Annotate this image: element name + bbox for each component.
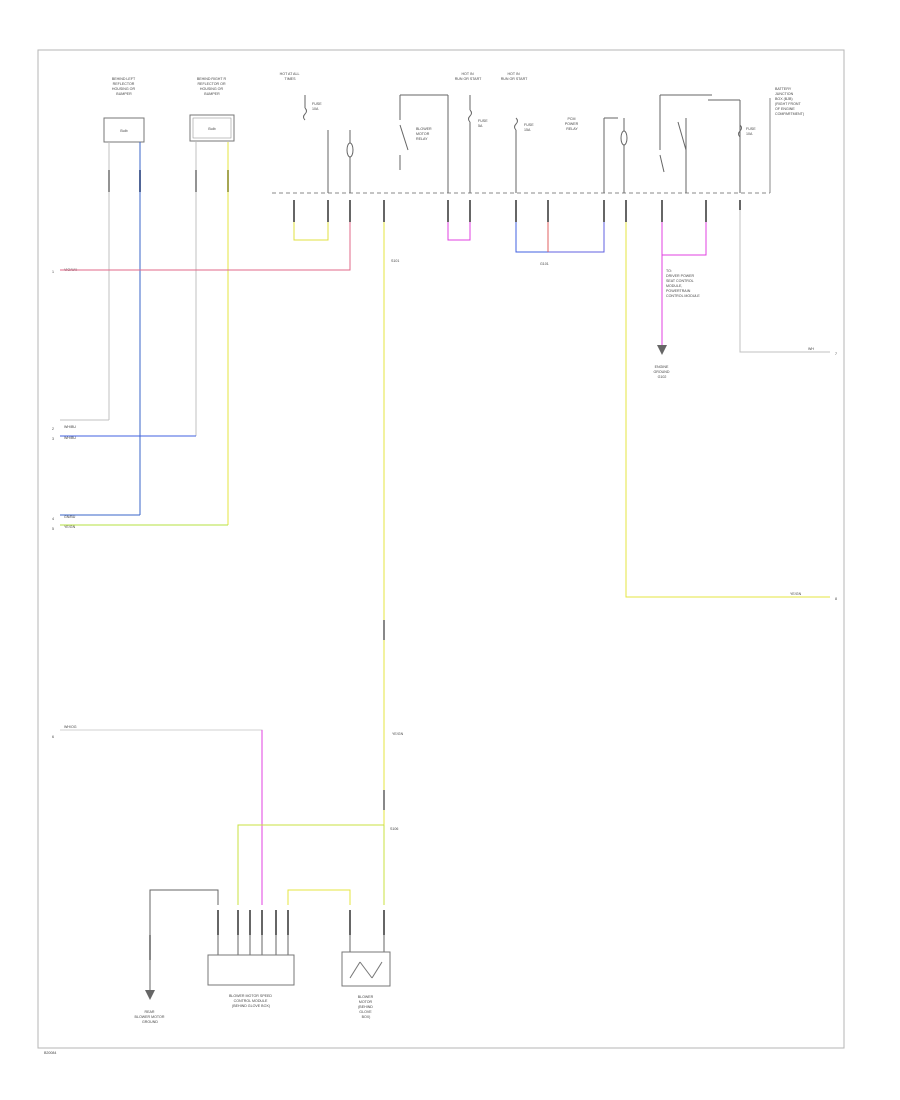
- bulb-right-box: [189, 114, 235, 142]
- offpage-refs-right: 7 8: [835, 352, 837, 601]
- wire-yellow-module-motor: [287, 889, 351, 905]
- hot-battery-label: HOT AT ALL TIMES: [280, 72, 301, 81]
- wire-label-right-yellow: YE/GN: [790, 592, 802, 596]
- splice-s101-label: S101: [391, 259, 399, 263]
- wire-label-blue-2: WH/BU: [64, 436, 76, 440]
- fuse-a-symbol: [303, 95, 307, 121]
- fuse-b-label: FUSE 5A: [478, 119, 489, 128]
- bjb-label: BATTERY JUNCTION BOX (BJB) (RIGHT FRONT …: [775, 87, 804, 116]
- wire-green-yellow-bottom: [237, 824, 384, 905]
- blower-relay-label: BLOWER MOTOR RELAY: [416, 127, 433, 141]
- diagram-frame: [37, 49, 845, 1049]
- offpage-ref-1: 1: [52, 270, 54, 274]
- bulb-connectors: [108, 170, 229, 192]
- trunk-label: YE/GN: [392, 732, 404, 736]
- bulb-left-wires: [60, 142, 141, 516]
- bulb-right-label: BEHIND RIGHT R REFLECTOR OR HOUSING OR B…: [197, 77, 227, 96]
- wire-white-right: [739, 210, 830, 353]
- blower-motor-box: [341, 951, 391, 987]
- module-connector-pins: [217, 910, 289, 935]
- bjb-connector-pins: [293, 200, 741, 222]
- blower-motor-label: BLOWER MOTOR (BEHIND GLOVE BOX): [358, 995, 375, 1019]
- offpage-ref-5: 5: [52, 527, 54, 531]
- splice-s106-label: S106: [390, 827, 398, 831]
- offpage-refs-left: 1 2 3 4 5 6: [52, 270, 54, 739]
- offpage-ref-7: 7: [835, 352, 837, 356]
- bulb-right-box-label: Bulb: [208, 127, 215, 131]
- bulb-left-box: [103, 117, 145, 143]
- motor-connector-pins: [349, 910, 385, 935]
- bulb-left-component: BEHIND LEFT REFLECTOR HOUSING OR BUMPER …: [103, 77, 145, 143]
- wire-label-yellow-1: YE/GN: [64, 525, 76, 529]
- module-pin-stubs: [217, 935, 385, 955]
- wire-white-bottom: [60, 729, 263, 905]
- battery-junction-box: BATTERY JUNCTION BOX (BJB) (RIGHT FRONT …: [272, 87, 804, 194]
- other-devices-label: TO: DRIVER POWER SEAT CONTROL MODULE, PO…: [666, 269, 700, 298]
- bulb-right-wires: [60, 142, 229, 526]
- bjb-internals: [327, 94, 742, 193]
- fuse-a-label: FUSE 10A: [312, 102, 323, 111]
- bulb-left-label: BEHIND LEFT REFLECTOR HOUSING OR BUMPER: [112, 77, 136, 96]
- wire-red: [60, 222, 351, 271]
- wire-label-bottom-white: WH/OG: [64, 725, 77, 729]
- offpage-ref-8: 8: [835, 597, 837, 601]
- bjb-jumpers: [293, 222, 605, 253]
- hot-run-1-label: HOT IN RUN OR START: [455, 72, 482, 81]
- ground-arrow-bottom-icon: [145, 990, 155, 1000]
- bulb-right-inner-box: [192, 117, 232, 139]
- wire-yellow-right: [625, 222, 830, 598]
- wire-label-green-1: GN/BU: [64, 515, 76, 519]
- page-code: B20084: [44, 1051, 56, 1055]
- blower-motor-icon: [349, 961, 383, 979]
- bulb-right-component: BEHIND RIGHT R REFLECTOR OR HOUSING OR B…: [189, 77, 235, 142]
- blower-control-module-label: BLOWER MOTOR SPEED CONTROL MODULE (BEHIN…: [229, 994, 273, 1008]
- offpage-ref-2: 2: [52, 427, 54, 431]
- fuse-c-label: FUSE 15A: [524, 123, 535, 132]
- sensor-ground-label: REAR BLOWER MOTOR GROUND: [135, 1010, 166, 1024]
- ground-g101-label: G101: [540, 262, 549, 266]
- wire-label-right-white: WH: [808, 347, 814, 351]
- fuse-d-label: FUSE 10A: [746, 127, 757, 136]
- offpage-ref-6: 6: [52, 735, 54, 739]
- ground-ref-label: ENGINE GROUND G102: [654, 365, 671, 379]
- blower-relay-switch: [399, 94, 449, 193]
- offpage-ref-3: 3: [52, 437, 54, 441]
- ground-arrow-icon: [657, 345, 667, 355]
- pcm-relay-label: PCM POWER RELAY: [565, 117, 580, 131]
- blower-control-module-box: [207, 954, 295, 986]
- offpage-ref-4: 4: [52, 517, 54, 521]
- bulb-left-box-label: Bulb: [120, 129, 127, 133]
- hot-run-2-label: HOT IN RUN OR START: [501, 72, 528, 81]
- wire-pink-right: [661, 222, 707, 345]
- wire-label-blue-1: WH/BU: [64, 425, 76, 429]
